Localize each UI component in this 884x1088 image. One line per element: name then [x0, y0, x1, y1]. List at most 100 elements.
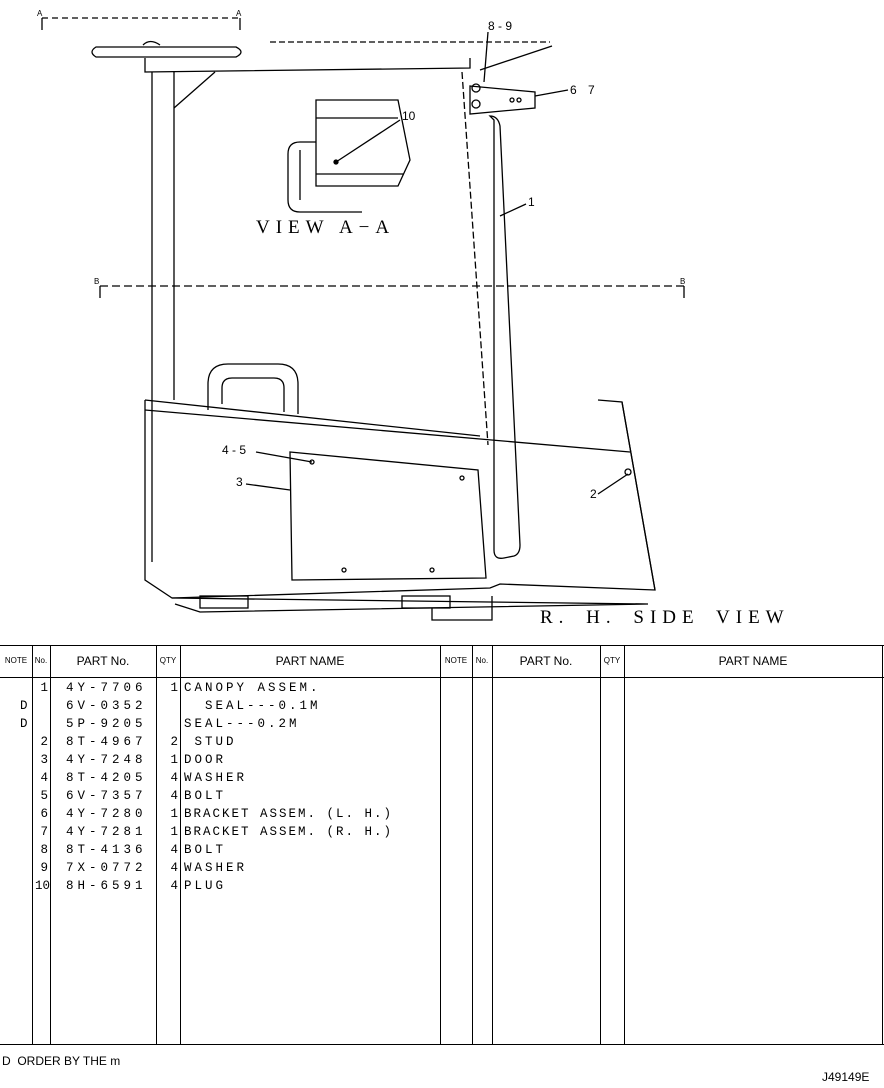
callout-2: 2: [590, 487, 597, 501]
row-qty: 1: [170, 753, 178, 767]
col-divider: [472, 645, 473, 1045]
row-part-name: CANOPY ASSEM.: [184, 681, 321, 695]
row-item-no: 2: [40, 735, 48, 749]
bracket-bolt-top: [471, 83, 481, 93]
row-part-name: BRACKET ASSEM. (L. H.): [184, 807, 394, 821]
row-qty: 1: [170, 825, 178, 839]
door-panel: [289, 451, 487, 581]
order-note: D ORDER BY THE m: [2, 1054, 121, 1068]
bracket-hole-b: [516, 97, 522, 103]
door-bolt-3: [341, 567, 347, 573]
row-qty: 4: [170, 879, 178, 893]
canopy-roof-left: [91, 46, 242, 58]
col-divider: [440, 645, 441, 1045]
row-part-name: WASHER: [184, 771, 248, 785]
row-part-no: 4Y-7281: [66, 825, 147, 839]
door-bolt-4: [429, 567, 435, 573]
row-qty: 4: [170, 789, 178, 803]
row-part-name: PLUG: [184, 879, 227, 893]
roof-bolt-left: [142, 40, 161, 46]
row-qty: 4: [170, 861, 178, 875]
col-divider: [600, 645, 601, 1045]
row-note: D: [20, 717, 28, 731]
side-view-label: R. H. SIDE VIEW: [540, 607, 790, 628]
front-post-brace: [173, 71, 216, 109]
row-part-no: 6V-0352: [66, 699, 147, 713]
bracket-hole-a: [509, 97, 515, 103]
leader-4-5: [255, 451, 313, 463]
view-a-box: [315, 99, 411, 187]
callout-4-5: 4 - 5: [222, 443, 247, 457]
row-part-no: 7X-0772: [66, 861, 147, 875]
row-part-no: 8H-6591: [66, 879, 147, 893]
row-part-no: 4Y-7280: [66, 807, 147, 821]
table-header-border: [0, 677, 884, 678]
header-note: NOTE: [4, 656, 28, 665]
section-mark-a-right: A: [236, 9, 242, 18]
canopy-roof-frame: [144, 58, 471, 73]
header-part-no: PART No.: [76, 654, 130, 668]
leader-1: [499, 203, 527, 217]
drawing-id: J49149E: [822, 1070, 870, 1084]
body-panel: [144, 400, 656, 599]
view-a-box-lines: [316, 117, 404, 175]
mounting-bracket: [469, 85, 536, 115]
base-frame: [171, 597, 649, 613]
body-top-edge: [144, 409, 631, 453]
col-divider: [50, 645, 51, 1045]
header-part-no-2: PART No.: [519, 654, 573, 668]
row-item-no: 6: [40, 807, 48, 821]
body-top-edge-inner: [144, 399, 481, 437]
leader-10: [335, 119, 401, 163]
row-item-no: 10: [34, 879, 50, 893]
view-a-a-label: VIEW A−A: [256, 217, 396, 238]
door-bolt-2: [459, 475, 465, 481]
base-mount-right: [401, 595, 451, 609]
table-bottom-border: [0, 1044, 884, 1045]
row-part-name: SEAL---0.2M: [184, 717, 300, 731]
row-item-no: 9: [40, 861, 48, 875]
header-qty-2: QTY: [603, 656, 621, 665]
roof-brace-right: [479, 45, 553, 71]
callout-1: 1: [528, 195, 535, 209]
callout-10: 10: [402, 109, 416, 123]
callout-8-9: 8 - 9: [488, 19, 513, 33]
row-part-name: BOLT: [184, 789, 227, 803]
section-mark-b-left: B: [94, 277, 100, 286]
header-no-2: No.: [475, 656, 489, 665]
row-part-no: 8T-4967: [66, 735, 147, 749]
row-item-no: 8: [40, 843, 48, 857]
stud: [624, 468, 632, 476]
view-a-handle: [287, 141, 362, 213]
row-part-name: DOOR: [184, 753, 227, 767]
row-note: D: [20, 699, 28, 713]
callout-3: 3: [236, 475, 243, 489]
row-qty: 4: [170, 843, 178, 857]
leader-6-7: [534, 89, 569, 97]
header-note-2: NOTE: [444, 656, 468, 665]
bracket-bolt-bottom: [471, 99, 481, 109]
row-part-no: 5P-9205: [66, 717, 147, 731]
front-post: [151, 72, 175, 562]
section-mark-b-right: B: [680, 277, 686, 286]
row-part-name: BRACKET ASSEM. (R. H.): [184, 825, 394, 839]
col-divider: [492, 645, 493, 1045]
section-mark-a-left: A: [37, 9, 43, 18]
grab-handle-right: [488, 115, 521, 559]
row-item-no: 7: [40, 825, 48, 839]
parts-illustration: A A B B VIEW A−A R. H. SIDE VIEW 8 - 9 6…: [37, 9, 790, 628]
col-divider: [624, 645, 625, 1045]
leader-2: [597, 473, 629, 495]
col-divider: [180, 645, 181, 1045]
row-part-name: STUD: [184, 735, 237, 749]
header-no: No.: [34, 656, 48, 665]
base-mount-left: [199, 595, 249, 609]
leader-3: [245, 483, 291, 491]
col-divider: [32, 645, 33, 1045]
header-part-name: PART NAME: [275, 654, 345, 668]
row-item-no: 4: [40, 771, 48, 785]
parts-list-table: NOTE No. PART No. QTY PART NAME NOTE No.…: [0, 645, 884, 1045]
lower-grab-handle: [207, 363, 299, 414]
col-divider: [156, 645, 157, 1045]
row-part-name: SEAL---0.1M: [184, 699, 321, 713]
